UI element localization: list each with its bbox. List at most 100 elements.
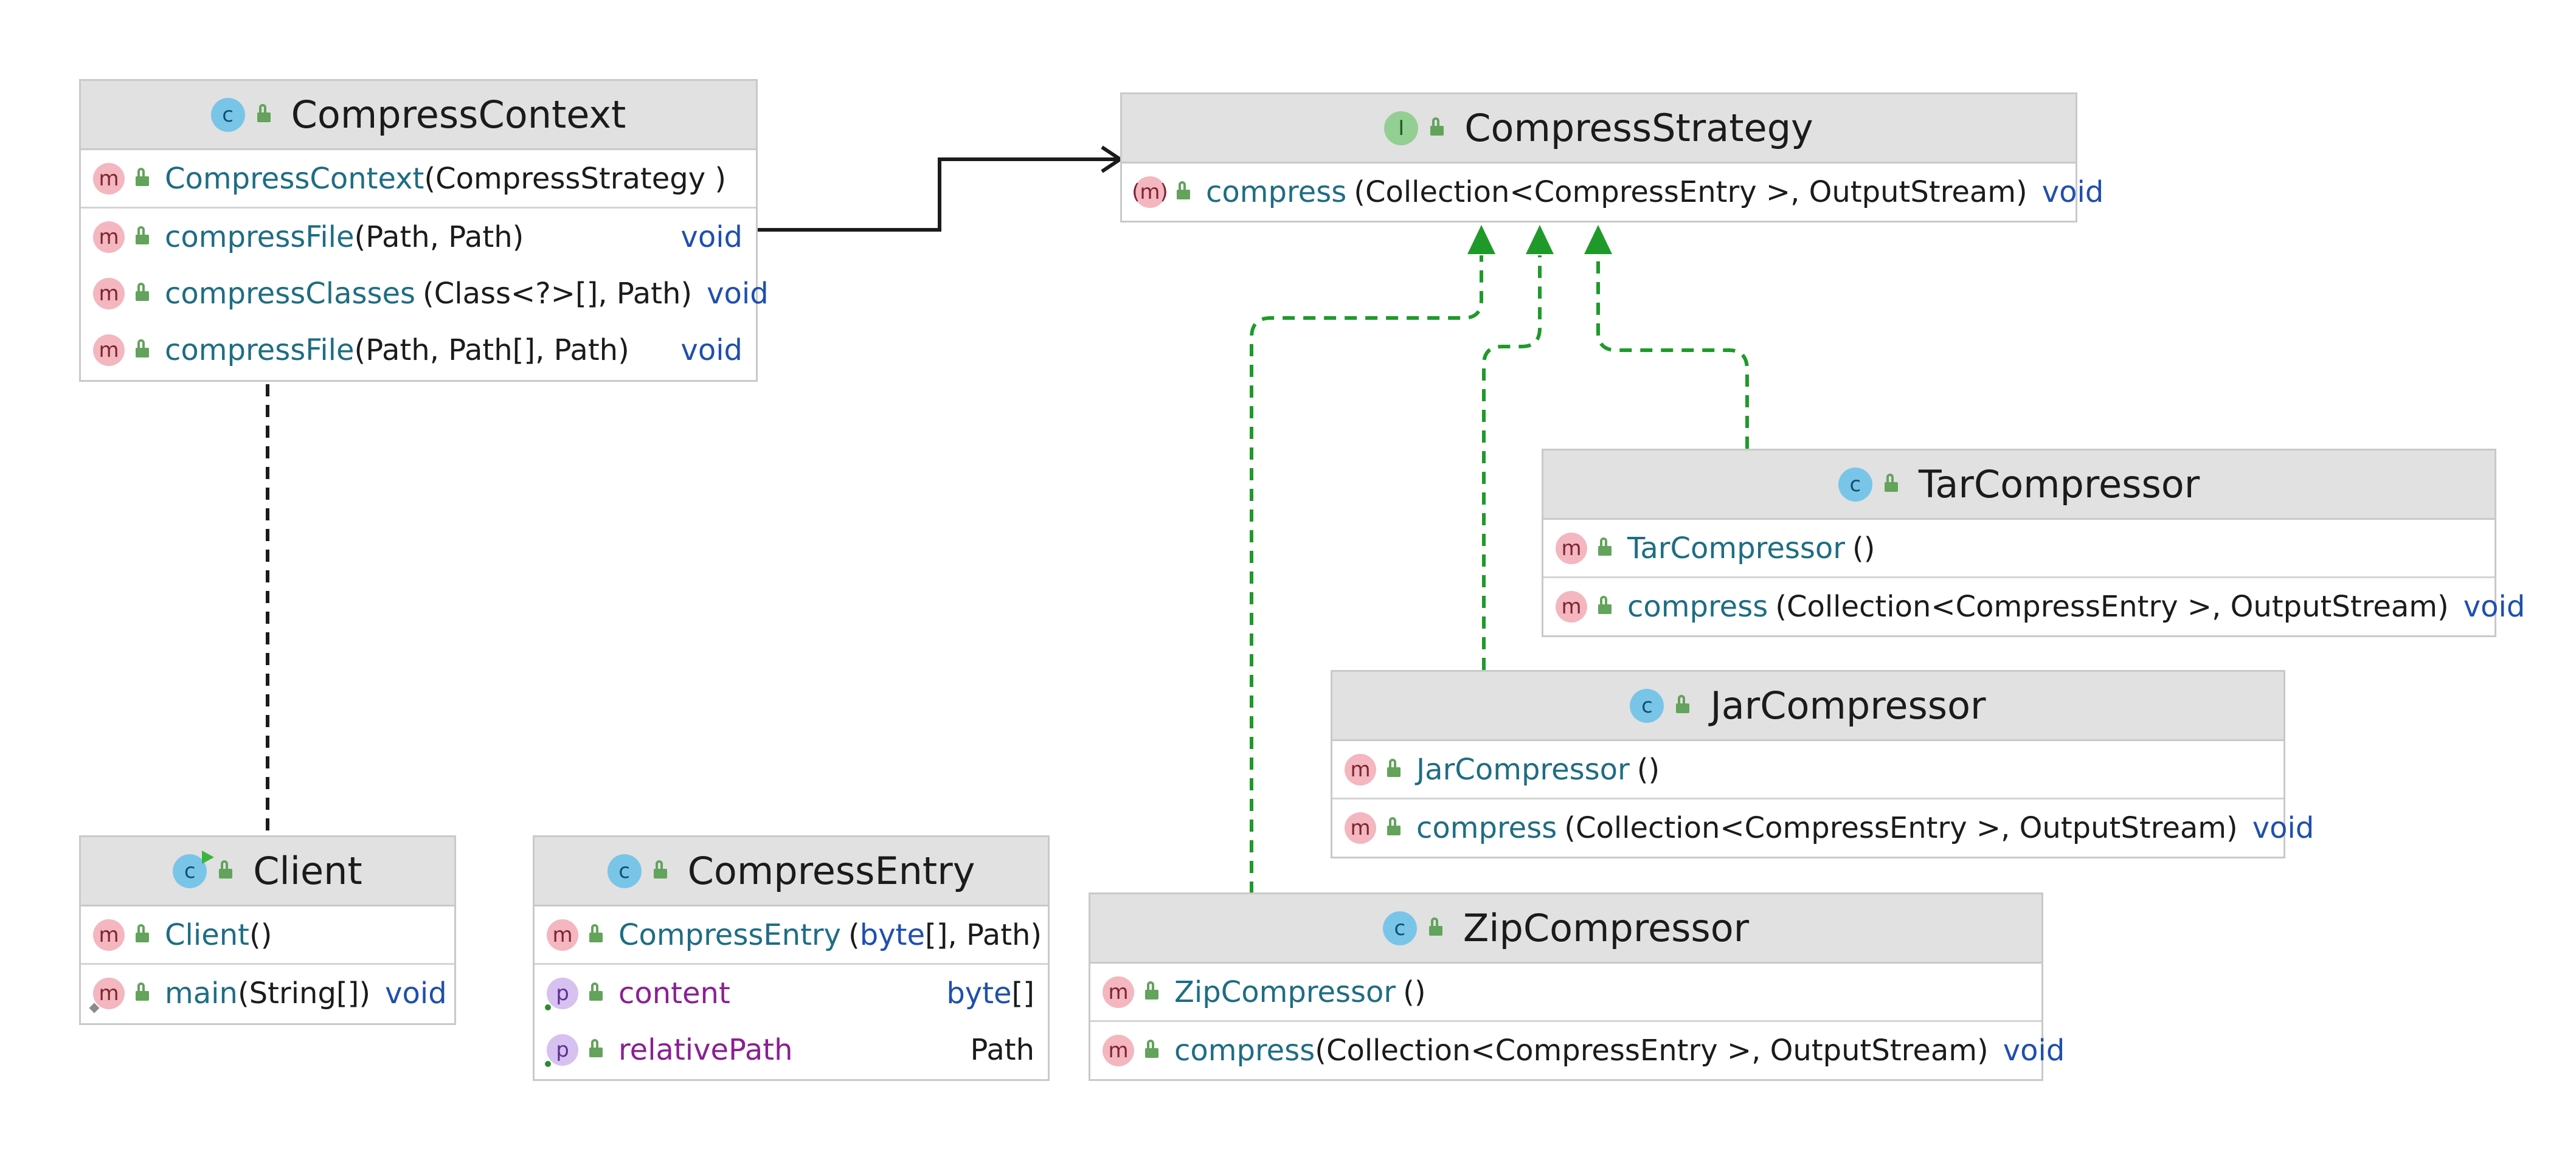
- public-lock-icon: [136, 226, 149, 244]
- field-name: content: [618, 976, 730, 1010]
- realization-arrowhead-tar: [1584, 225, 1612, 254]
- constructor-section: m JarCompressor (): [1332, 741, 2283, 799]
- member-row[interactable]: m main (String[]) void: [81, 965, 454, 1021]
- constructor-name: CompressEntry: [618, 917, 842, 952]
- method-icon: m: [93, 919, 125, 951]
- public-lock-icon: [136, 982, 149, 1001]
- method-params: (Collection<CompressEntry >, OutputStrea…: [1564, 810, 2238, 845]
- interface-compress-strategy[interactable]: I CompressStrategy (m) compress (Collect…: [1120, 92, 2103, 223]
- public-lock-icon: [1145, 981, 1158, 999]
- method-section: m main (String[]) void: [81, 965, 454, 1021]
- member-row[interactable]: p content byte[]: [535, 965, 1048, 1021]
- static-method-icon: m: [89, 977, 125, 1013]
- constructor-params: (): [249, 917, 272, 952]
- public-lock-icon: [219, 860, 233, 879]
- method-icon: m: [1345, 753, 1376, 785]
- return-type: void: [680, 219, 743, 254]
- class-icon: c: [1630, 688, 1664, 723]
- member-row[interactable]: m CompressContext (CompressStrategy ): [81, 150, 756, 207]
- public-lock-icon: [589, 982, 603, 1001]
- member-row[interactable]: m ZipCompressor (): [1090, 964, 2041, 1020]
- class-header: c Client: [81, 837, 454, 906]
- member-row[interactable]: m TarCompressor (): [1543, 520, 2495, 576]
- realization-line-tar: [1596, 255, 1749, 449]
- class-icon: c: [1838, 467, 1872, 502]
- class-client[interactable]: c Client m Client () m main (String[]) v…: [79, 835, 456, 1025]
- return-type: void: [2041, 174, 2104, 209]
- class-compress-context[interactable]: c CompressContext m CompressContext (Com…: [79, 79, 769, 382]
- realization-arrowhead-zip: [1467, 225, 1495, 254]
- class-icon: c: [173, 850, 215, 888]
- member-row[interactable]: (m) compress (Collection<CompressEntry >…: [1122, 164, 2103, 220]
- member-row[interactable]: m compress (Collection<CompressEntry >, …: [1090, 1022, 2065, 1079]
- method-section: m compress (Collection<CompressEntry >, …: [1332, 799, 2314, 856]
- constructor-params: (): [1636, 752, 1660, 787]
- constructor-name: TarCompressor: [1627, 531, 1845, 565]
- constructor-name: CompressContext: [165, 161, 424, 196]
- member-row[interactable]: m JarCompressor (): [1332, 741, 2283, 798]
- method-params: (Collection<CompressEntry >, OutputStrea…: [1354, 174, 2027, 209]
- member-row[interactable]: m compressFile (Path, Path[], Path) void: [81, 322, 756, 378]
- class-jar-compressor[interactable]: c JarCompressor m JarCompressor () m com…: [1331, 670, 2314, 858]
- member-row[interactable]: m compressClasses (Class<?>[], Path) voi…: [81, 265, 769, 322]
- public-lock-icon: [589, 1038, 603, 1057]
- method-icon: m: [93, 162, 125, 195]
- member-row[interactable]: m CompressEntry (byte[], Path): [535, 906, 1048, 963]
- class-name: JarCompressor: [1710, 683, 1986, 728]
- field-type: byte[]: [946, 976, 1034, 1010]
- method-section: (m) compress (Collection<CompressEntry >…: [1122, 164, 2103, 220]
- class-icon: c: [1382, 911, 1417, 945]
- member-row[interactable]: m compressFile (Path, Path) void: [81, 209, 756, 265]
- association-line: [757, 157, 1119, 232]
- constructor-name: ZipCompressor: [1174, 975, 1396, 1009]
- method-section: m compress (Collection<CompressEntry >, …: [1543, 578, 2525, 635]
- class-name: TarCompressor: [1918, 462, 2200, 506]
- public-lock-icon: [1430, 117, 1444, 136]
- method-icon: m: [1345, 812, 1376, 844]
- class-header: c CompressEntry: [535, 837, 1048, 906]
- member-row[interactable]: p relativePath Path: [535, 1021, 1048, 1078]
- class-tar-compressor[interactable]: c TarCompressor m TarCompressor () m com…: [1542, 449, 2525, 637]
- run-triangle-icon: [202, 850, 215, 864]
- constructor-params: (): [1403, 975, 1426, 1009]
- method-name: compressFile: [165, 333, 355, 367]
- method-name: compress: [1416, 810, 1557, 845]
- public-lock-icon: [1884, 473, 1898, 492]
- class-header: c TarCompressor: [1543, 451, 2495, 520]
- method-params: (Collection<CompressEntry >, OutputStrea…: [1315, 1033, 1989, 1068]
- constructor-section: m CompressContext (CompressStrategy ): [81, 150, 756, 209]
- class-header: I CompressStrategy: [1122, 94, 2076, 164]
- method-params: (Class<?>[], Path): [423, 276, 693, 311]
- public-lock-icon: [136, 339, 149, 357]
- field-type: Path: [970, 1032, 1034, 1067]
- class-compress-entry[interactable]: c CompressEntry m CompressEntry (byte[],…: [533, 835, 1050, 1081]
- return-type: void: [680, 333, 743, 367]
- method-name: compress: [1627, 589, 1768, 624]
- public-lock-icon: [136, 282, 149, 301]
- field-section: p content byte[] p relativePath Path: [535, 965, 1048, 1078]
- class-header: c JarCompressor: [1332, 672, 2283, 741]
- class-name: CompressContext: [291, 92, 626, 137]
- public-lock-icon: [589, 924, 603, 942]
- interface-icon: I: [1384, 111, 1419, 145]
- constructor-section: m TarCompressor (): [1543, 520, 2495, 578]
- realization-arrowhead-jar: [1526, 225, 1554, 254]
- return-type: void: [707, 276, 769, 311]
- method-name: compressFile: [165, 219, 355, 254]
- member-row[interactable]: m Client (): [81, 906, 454, 963]
- field-icon: p: [545, 1034, 578, 1067]
- constructor-params: (CompressStrategy ): [424, 161, 727, 196]
- constructor-name: Client: [165, 917, 249, 952]
- constructor-params: (): [1852, 531, 1875, 565]
- constructor-name: JarCompressor: [1416, 752, 1630, 787]
- public-lock-icon: [1387, 816, 1401, 835]
- class-zip-compressor[interactable]: c ZipCompressor m ZipCompressor () m com…: [1089, 892, 2065, 1081]
- member-row[interactable]: m compress (Collection<CompressEntry >, …: [1543, 578, 2525, 635]
- method-icon: m: [1556, 532, 1587, 564]
- return-type: void: [2003, 1033, 2065, 1068]
- method-section: m compressFile (Path, Path) void m compr…: [81, 209, 769, 378]
- method-params: (String[]): [237, 976, 371, 1010]
- constructor-section: m ZipCompressor (): [1090, 964, 2041, 1022]
- member-row[interactable]: m compress (Collection<CompressEntry >, …: [1332, 799, 2314, 856]
- class-name: Client: [253, 849, 362, 893]
